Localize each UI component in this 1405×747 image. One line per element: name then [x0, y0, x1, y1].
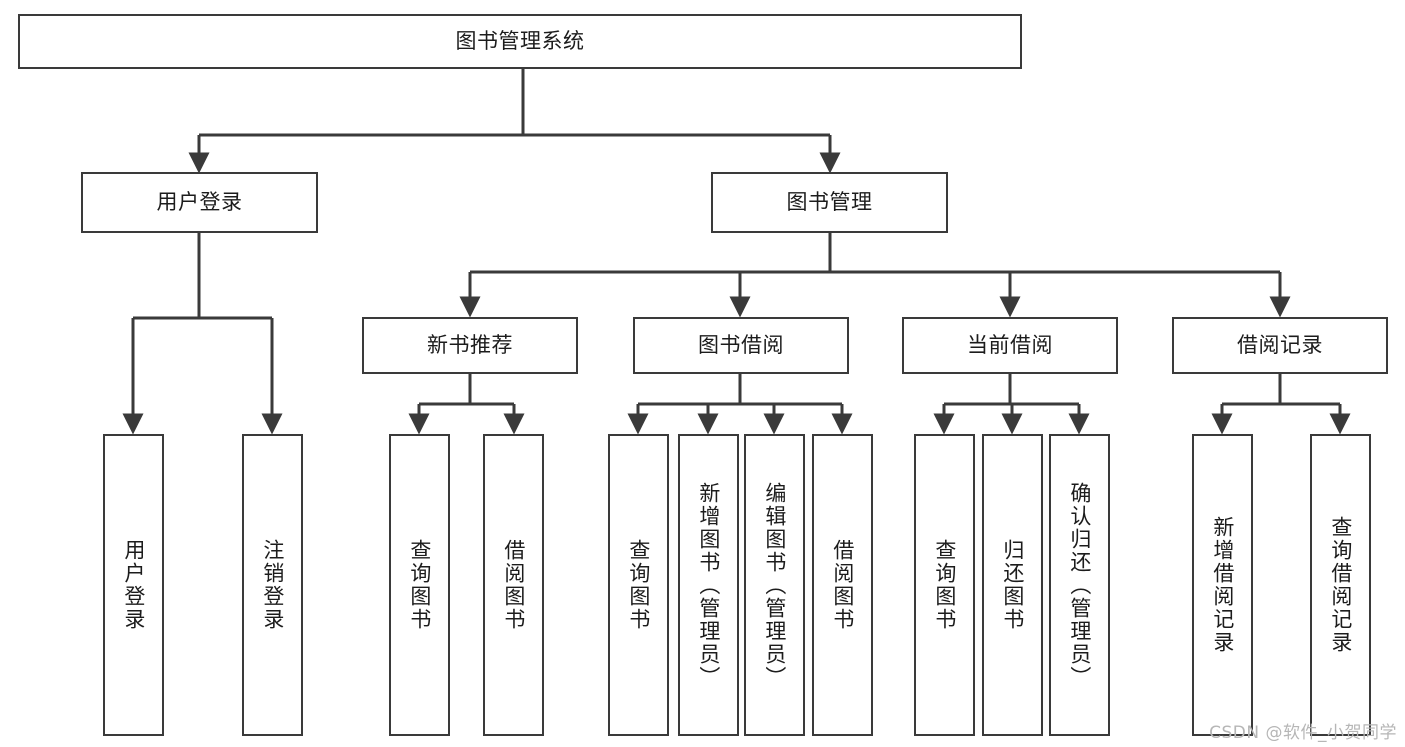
node-label: 借阅图书	[501, 539, 526, 631]
node-label: 查询借阅记录	[1328, 516, 1353, 654]
node-label: 新增借阅记录	[1210, 516, 1235, 654]
node-label: 查询图书	[407, 539, 432, 631]
leaf-record-add-borrow-record[interactable]: 新增借阅记录	[1192, 434, 1253, 736]
node-new-book-recommendation[interactable]: 新书推荐	[362, 317, 578, 374]
node-label: 用户登录	[121, 539, 146, 631]
node-user-login[interactable]: 用户登录	[81, 172, 318, 233]
leaf-borrow-query-books[interactable]: 查询图书	[608, 434, 669, 736]
leaf-logout[interactable]: 注销登录	[242, 434, 303, 736]
leaf-user-login[interactable]: 用户登录	[103, 434, 164, 736]
node-current-borrowing[interactable]: 当前借阅	[902, 317, 1118, 374]
node-book-borrowing[interactable]: 图书借阅	[633, 317, 849, 374]
node-label: 查询图书	[932, 539, 957, 631]
leaf-current-return-books[interactable]: 归还图书	[982, 434, 1043, 736]
node-label: 查询图书	[626, 539, 651, 631]
node-label: 图书借阅	[698, 333, 784, 358]
node-label: 编辑图书（管理员）	[762, 481, 787, 689]
node-label: 当前借阅	[967, 333, 1053, 358]
node-label: 借阅记录	[1237, 333, 1323, 358]
node-label: 注销登录	[260, 539, 285, 631]
node-label: 图书管理系统	[455, 29, 585, 54]
leaf-current-confirm-return-admin[interactable]: 确认归还（管理员）	[1049, 434, 1110, 736]
node-label: 用户登录	[156, 190, 243, 215]
leaf-borrow-edit-book-admin[interactable]: 编辑图书（管理员）	[744, 434, 805, 736]
leaf-newbook-borrow-books[interactable]: 借阅图书	[483, 434, 544, 736]
leaf-newbook-query-books[interactable]: 查询图书	[389, 434, 450, 736]
node-label: 图书管理	[786, 190, 873, 215]
csdn-watermark: CSDN @软件_小贺同学	[1209, 723, 1397, 743]
node-label: 借阅图书	[830, 539, 855, 631]
node-root-book-management-system[interactable]: 图书管理系统	[18, 14, 1022, 69]
node-label: 新增图书（管理员）	[696, 481, 721, 689]
leaf-borrow-add-book-admin[interactable]: 新增图书（管理员）	[678, 434, 739, 736]
leaf-current-query-books[interactable]: 查询图书	[914, 434, 975, 736]
node-label: 新书推荐	[427, 333, 513, 358]
node-label: 归还图书	[1000, 539, 1025, 631]
node-borrowing-records[interactable]: 借阅记录	[1172, 317, 1388, 374]
node-book-management[interactable]: 图书管理	[711, 172, 948, 233]
leaf-record-query-borrow-record[interactable]: 查询借阅记录	[1310, 434, 1371, 736]
node-label: 确认归还（管理员）	[1067, 481, 1092, 689]
leaf-borrow-borrow-books[interactable]: 借阅图书	[812, 434, 873, 736]
